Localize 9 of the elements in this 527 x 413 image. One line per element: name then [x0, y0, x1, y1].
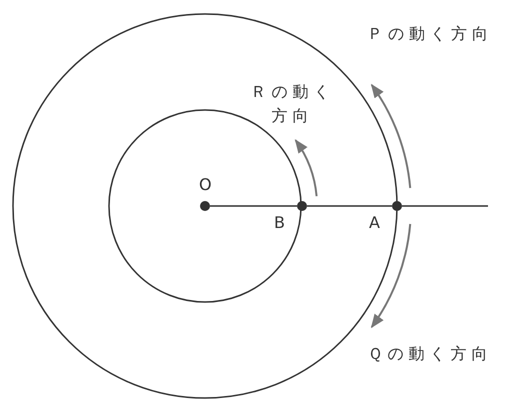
direction-label: Ｒの動く方向: [250, 81, 336, 127]
line-segment: [210, 205, 297, 207]
line-segment: [307, 205, 392, 207]
line-segment: [402, 205, 488, 207]
direction-label: Ｑの動く方向: [366, 343, 494, 365]
point-label: B: [274, 214, 285, 232]
point-label: O: [199, 176, 212, 194]
direction-label: Ｐの動く方向: [366, 23, 494, 45]
point-label: A: [369, 214, 380, 232]
